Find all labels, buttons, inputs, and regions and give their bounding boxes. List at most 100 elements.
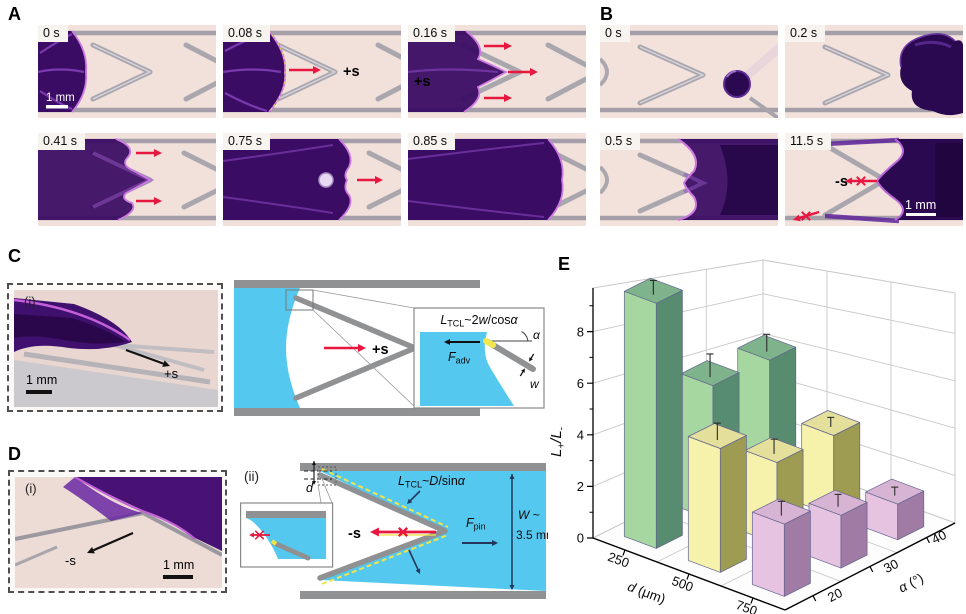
subpanel-label: (i) <box>25 481 37 496</box>
subpanel-label: (i) <box>24 294 36 309</box>
timestamp: 0.41 s <box>38 133 86 150</box>
tcl-dashed-line <box>321 468 449 585</box>
panel-c-photo-box: +s (i) 1 mm <box>7 283 223 412</box>
panel-c-photo: +s (i) 1 mm <box>14 290 218 407</box>
timestamp: 11.5 s <box>785 133 832 150</box>
d-axis-title: d (μm) <box>626 579 668 607</box>
chevron-structure <box>551 150 586 210</box>
flow-arrow-icon <box>484 42 512 50</box>
timestamp: 0.16 s <box>408 25 456 42</box>
timestamp: 0 s <box>600 25 630 42</box>
timestamp: 0.5 s <box>600 133 641 150</box>
channel-photo: -s 1 mm <box>785 133 963 226</box>
timestamp: 0.2 s <box>785 25 826 42</box>
flow-arrow-icon <box>136 149 162 157</box>
pinned-arrow-icon <box>845 176 877 186</box>
panel-a-frame-5: 0.75 s <box>223 133 401 226</box>
liquid-blue <box>234 288 300 408</box>
panel-a-frame-6: 0.85 s <box>408 133 586 226</box>
chevron-structure <box>293 295 418 401</box>
direction-label: +s <box>343 64 360 80</box>
force-label: Fadv <box>448 350 471 366</box>
svg-text:250: 250 <box>606 549 632 571</box>
advancing-force-arrow-icon <box>444 339 480 345</box>
liquid <box>408 138 564 221</box>
panel-a-frame-2: 0.08 s +s <box>223 25 401 118</box>
chevron-structure <box>366 150 401 210</box>
chevron-tip <box>600 165 609 195</box>
channel-wall <box>300 463 546 471</box>
pinning-force-arrow-icon <box>462 540 498 546</box>
channel-photo <box>38 133 216 226</box>
panel-d-photo: -s (i) 1 mm <box>15 477 222 588</box>
svg-text:6: 6 <box>577 376 584 391</box>
direction-arrow-icon <box>87 531 134 554</box>
liquid <box>38 138 155 221</box>
flow-arrow-icon <box>484 94 512 102</box>
scale-bar-label: 1 mm <box>163 558 194 572</box>
liquid <box>38 30 88 113</box>
chevron-tip <box>600 57 609 87</box>
pinned-arrow-icon <box>249 530 270 540</box>
flow-arrow-icon <box>136 197 162 205</box>
panel-a-frame-3: 0.16 s +s <box>408 25 586 118</box>
structure-rod <box>113 343 205 372</box>
chart-bars <box>623 277 925 597</box>
direction-label: -s <box>835 174 848 190</box>
callout-box <box>285 289 314 311</box>
channel-wall <box>234 408 480 416</box>
svg-text:500: 500 <box>670 573 696 595</box>
w-label: w <box>530 377 540 391</box>
panel-a-label: A <box>8 4 21 24</box>
structure-rod <box>23 351 211 385</box>
panel-e-chart: 0 2 4 6 8 L+/L- 250 500 750 d (μm) 20 30… <box>548 259 957 614</box>
structure-rod <box>748 96 778 118</box>
d-tick-labels: 250 500 750 <box>606 549 760 614</box>
panel-d-label: D <box>8 444 21 464</box>
scale-bar-label: 1 mm <box>26 373 57 387</box>
scale-bar <box>26 390 52 394</box>
tcl-highlight <box>483 338 496 348</box>
structure-rod <box>142 511 222 557</box>
structure-rod <box>113 343 215 354</box>
pinned-arrow-icon <box>793 210 820 222</box>
chart-axes <box>587 288 956 611</box>
alpha-label: α <box>533 328 541 342</box>
liquid <box>14 298 132 352</box>
force-label: Fpin <box>466 516 486 532</box>
direction-label: +s <box>164 366 179 381</box>
chevron-structure <box>822 44 891 106</box>
channel-photo: 1 mm <box>38 25 216 118</box>
scale-bar <box>163 575 193 579</box>
chevron-structure <box>637 44 706 106</box>
callout-box <box>317 466 337 486</box>
direction-label: +s <box>372 342 389 358</box>
panel-b-frame-2: 0.2 s <box>785 25 963 118</box>
tcl-formula: LTCL~2w/cosα <box>440 313 518 329</box>
width-tick-icon <box>529 353 535 362</box>
panel-b-frame-3: 0.5 s <box>600 133 778 226</box>
svg-text:4: 4 <box>577 428 584 443</box>
y-tick-labels: 0 2 4 6 8 <box>577 325 584 546</box>
scale-bar <box>906 213 936 216</box>
channel-width-label: W ~ <box>518 508 540 522</box>
svg-text:20: 20 <box>825 585 845 605</box>
svg-text:0: 0 <box>577 531 584 546</box>
scale-bar <box>46 105 68 109</box>
svg-text:40: 40 <box>929 527 949 547</box>
y-axis-title: L+/L- <box>548 427 568 457</box>
chevron-structure <box>275 42 401 102</box>
subpanel-label: (ii) <box>244 469 259 484</box>
svg-text:30: 30 <box>881 556 901 576</box>
gap-arrow-icon <box>312 461 316 485</box>
bubble <box>318 172 334 188</box>
pipette-tip <box>737 44 778 85</box>
panel-c-schematic: (ii) +s LTCL~2w/cosα Fadv α w <box>234 280 545 416</box>
chevron-structure <box>90 42 216 102</box>
channel-wall <box>300 591 546 599</box>
liquid-blue <box>420 332 514 406</box>
panel-b-frame-4: 11.5 s -s 1 mm <box>785 133 963 226</box>
panel-d-photo-box: -s (i) 1 mm <box>8 470 227 593</box>
pinned-arrow-icon <box>370 526 436 538</box>
